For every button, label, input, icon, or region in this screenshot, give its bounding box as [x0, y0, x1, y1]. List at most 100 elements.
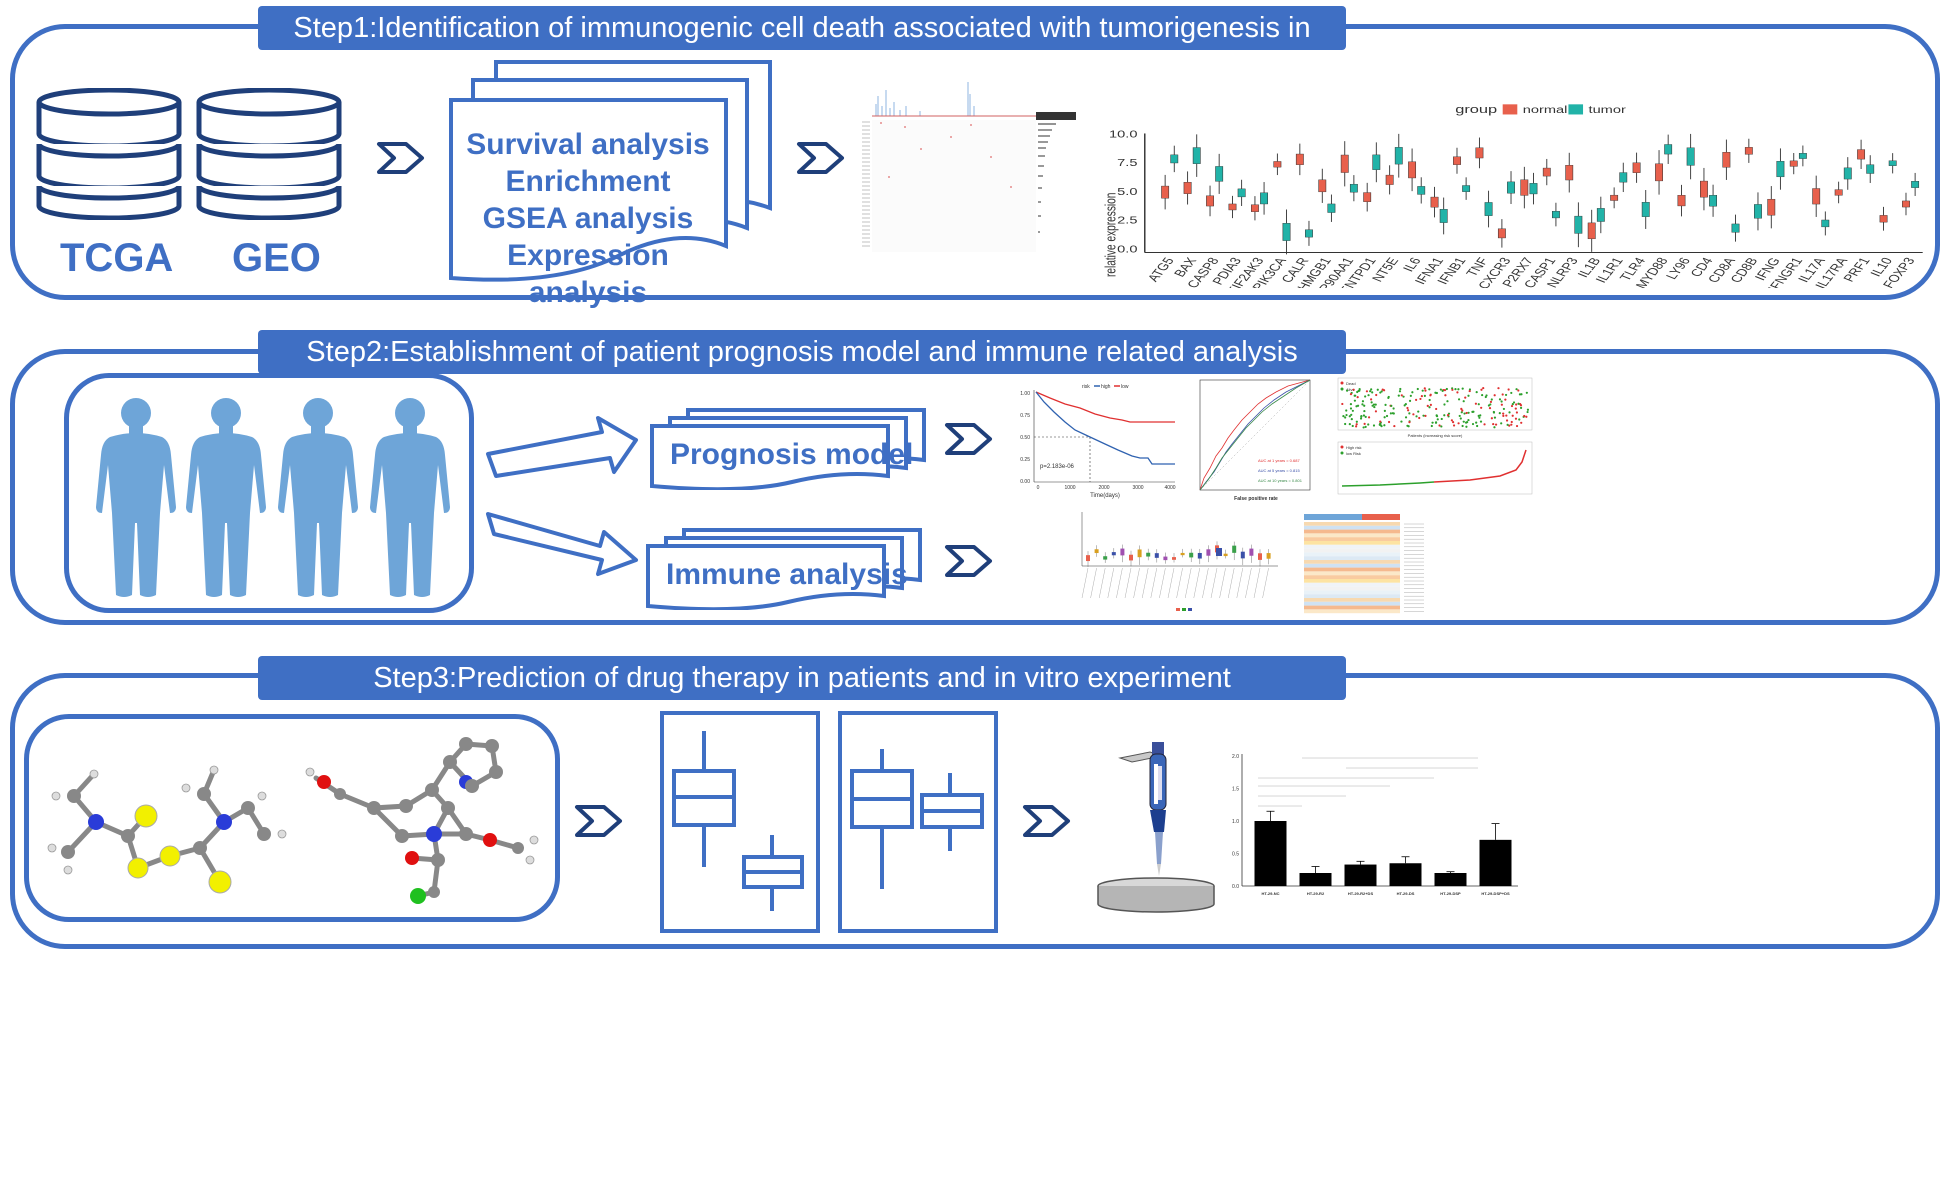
patient-status-point: [1369, 390, 1372, 393]
expression-box: [1655, 163, 1663, 182]
bar-ytick: 0.0: [1232, 884, 1239, 890]
expression-box: [1686, 147, 1695, 166]
expression-box: [1161, 185, 1170, 199]
chevron-arrow-icon: [1023, 805, 1070, 837]
roc-curve-plot: AUC at 1 years = 0.687 AUC at 5 years = …: [1199, 379, 1311, 502]
patient-status-point: [1515, 403, 1518, 406]
bar-category-label: HT-29-DSP+DS: [1481, 891, 1510, 896]
patient-status-point: [1467, 418, 1470, 422]
risk-legend-high: High risk: [1346, 445, 1362, 450]
immune-box: [1223, 553, 1228, 557]
km-survival-plot: risk high low 1.00 0.75 0.50 0.25 0.00 p…: [1020, 384, 1176, 499]
heatmap-row: [1304, 575, 1400, 579]
bar-ytick: 2.0: [1232, 754, 1239, 760]
expression-box: [1866, 164, 1875, 174]
patient-status-point: [1474, 402, 1477, 405]
expression-box: [1170, 154, 1179, 164]
patient-status-point: [1476, 424, 1479, 428]
drug-sensitivity-boxplot-icon: [838, 711, 998, 933]
immune-box: [1120, 548, 1125, 556]
patient-status-point: [1340, 388, 1344, 391]
patient-status-point: [1380, 425, 1383, 428]
expression-box: [1812, 188, 1821, 205]
patient-status-point: [1475, 391, 1478, 394]
bar-category-label: HT-29-R2: [1307, 891, 1325, 896]
patient-status-point: [1357, 389, 1360, 393]
immune-box: [1137, 549, 1142, 558]
boxplot-ytick: 0.0: [1117, 244, 1137, 255]
patient-status-point: [1500, 400, 1503, 403]
immune-cell-label-line: [1176, 567, 1183, 599]
expression-box: [1484, 202, 1493, 216]
immune-box: [1216, 548, 1222, 556]
km-xtick: 0: [1037, 485, 1040, 491]
expression-box: [1385, 174, 1394, 185]
expression-box: [1529, 183, 1538, 195]
patient-status-point: [1365, 390, 1369, 393]
mutation-oncoplot-thumbnail: [862, 82, 1076, 252]
patient-status-point: [1418, 416, 1421, 420]
patient-status-point: [1367, 394, 1370, 397]
patient-status-point: [1387, 420, 1391, 424]
expression-box: [1430, 196, 1439, 208]
expression-box: [1497, 228, 1506, 239]
patient-status-point: [1383, 416, 1386, 419]
bar: [1299, 873, 1332, 886]
patient-status-point: [1423, 387, 1426, 390]
heatmap-row: [1304, 556, 1400, 560]
patient-status-point: [1515, 411, 1519, 414]
patient-status-point: [1400, 394, 1403, 397]
patient-status-point: [1430, 424, 1433, 428]
immune-box: [1154, 553, 1159, 558]
expression-box: [1439, 209, 1448, 223]
patient-status-point: [1387, 395, 1390, 399]
expression-box: [1879, 215, 1888, 223]
patient-status-point: [1350, 413, 1353, 416]
patient-status-point: [1443, 414, 1446, 417]
patient-status-point: [1510, 423, 1513, 426]
bar: [1434, 873, 1467, 886]
tcga-database-icon: [36, 88, 182, 220]
patient-status-point: [1464, 396, 1467, 399]
km-ytick: 1.00: [1020, 391, 1030, 397]
patient-status-point: [1520, 393, 1523, 396]
expression-box: [1295, 153, 1304, 165]
expression-box: [1372, 154, 1381, 170]
expression-box: [1677, 195, 1686, 207]
heatmap-row: [1304, 541, 1400, 545]
patient-status-point: [1504, 398, 1507, 401]
roc-auc-5: AUC at 5 years = 0.815: [1258, 468, 1300, 473]
patient-status-point: [1520, 421, 1523, 424]
patient-status-point: [1345, 413, 1348, 417]
expression-box: [1305, 229, 1313, 238]
block-arrow-icon: [486, 416, 638, 478]
step1-title: Step1:Identification of immunogenic cell…: [258, 6, 1346, 88]
expression-box: [1273, 161, 1282, 168]
immune-cell-label-line: [1142, 567, 1149, 599]
patient-status-point: [1407, 425, 1410, 428]
immune-cell-label-line: [1116, 567, 1123, 599]
immune-box: [1111, 552, 1116, 556]
expression-box: [1767, 198, 1776, 216]
expression-box: [1349, 183, 1358, 193]
patient-status-point: [1475, 421, 1478, 424]
patient-status-point: [1351, 424, 1354, 428]
heatmap-row: [1304, 609, 1400, 614]
heatmap-row: [1304, 525, 1400, 530]
immune-cell-label-line: [1193, 567, 1200, 599]
patient-status-point: [1446, 400, 1449, 403]
prognosis-model-label: Prognosis model: [670, 438, 914, 471]
expression-box: [1542, 167, 1551, 177]
expression-box: [1596, 208, 1605, 222]
expression-box: [1394, 147, 1403, 165]
patient-status-point: [1502, 407, 1506, 411]
expression-box: [1754, 204, 1762, 219]
patient-status-point: [1457, 388, 1460, 391]
patient-status-point: [1415, 398, 1418, 402]
patient-status-point: [1374, 403, 1377, 406]
patient-status-point: [1355, 405, 1358, 408]
patient-status-point: [1525, 391, 1528, 394]
patient-status-point: [1435, 407, 1438, 411]
patient-status-point: [1477, 414, 1480, 417]
expression-box: [1565, 165, 1574, 181]
